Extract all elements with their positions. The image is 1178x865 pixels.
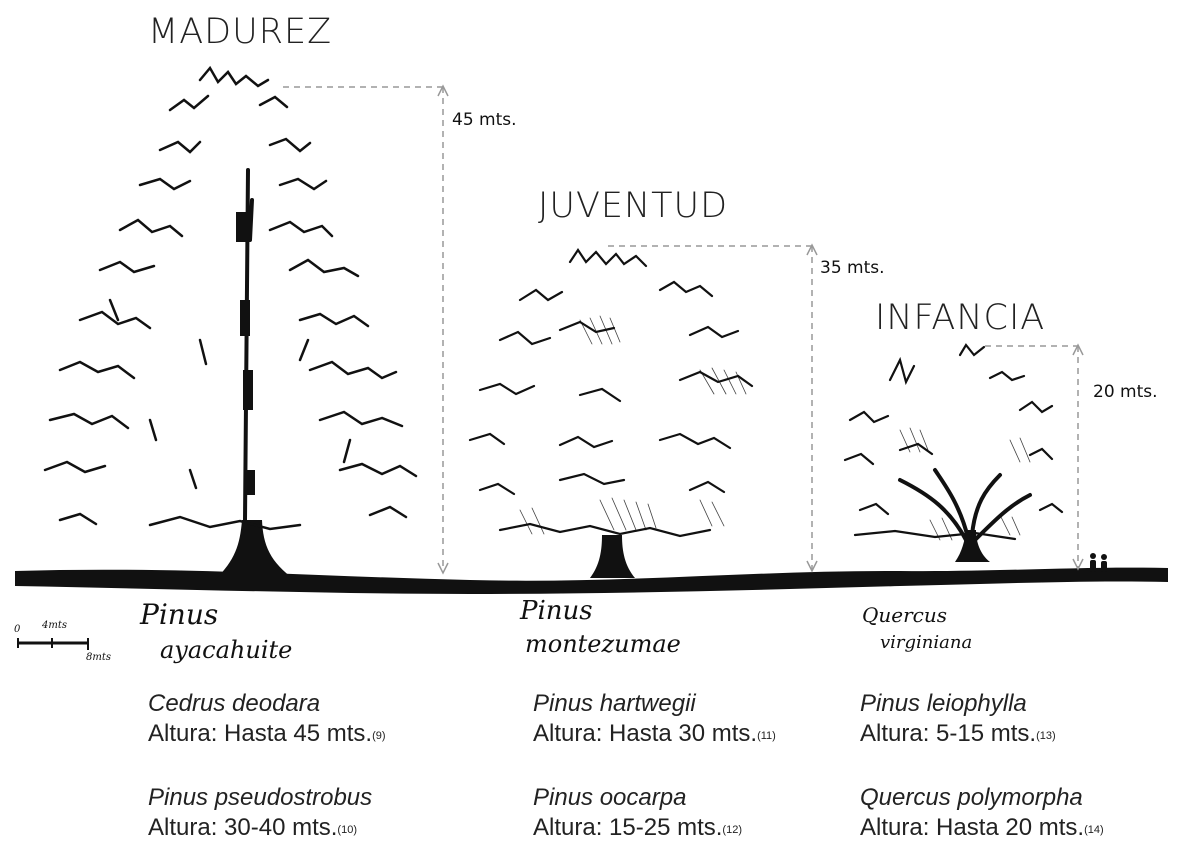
species-name: Pinus hartwegii	[533, 690, 696, 717]
arrow-down-icon	[806, 560, 818, 573]
handwritten-label-tree3-line1: Quercus	[862, 603, 948, 627]
tree-child	[843, 343, 1064, 562]
scale-label-end: 8mts	[86, 652, 111, 663]
footnote-ref: (9)	[372, 730, 386, 742]
arrow-down-icon	[1072, 558, 1084, 571]
human-figures-icon	[1090, 553, 1107, 572]
handwritten-label-tree1-line1: Pinus	[140, 598, 219, 631]
species-column-1: Cedrus deodara Altura: Hasta 45 mts.(9) …	[148, 689, 386, 843]
footnote-ref: (11)	[757, 730, 776, 742]
arrow-down-icon	[437, 562, 449, 575]
height-label-madurez: 45 mts.	[452, 110, 517, 130]
species-column-3: Pinus leiophylla Altura: 5-15 mts.(13) Q…	[860, 689, 1104, 843]
handwritten-label-tree2-line1: Pinus	[520, 596, 593, 626]
species-name: Cedrus deodara	[148, 690, 321, 717]
footnote-ref: (14)	[1084, 824, 1104, 836]
species-height: Altura: 5-15 mts.(13)	[860, 720, 1056, 747]
tree-mature	[43, 65, 418, 580]
scale-bar	[17, 638, 89, 650]
scale-label-mid: 4mts	[42, 620, 67, 631]
stage-title-juventud: JUVENTUD	[538, 186, 729, 226]
species-name: Pinus leiophylla	[860, 690, 1027, 717]
arrow-up-icon	[437, 84, 449, 97]
species-height: Altura: 15-25 mts.(12)	[533, 814, 742, 841]
footnote-ref: (12)	[722, 824, 742, 836]
arrow-up-icon	[1072, 343, 1084, 356]
species-name: Pinus pseudostrobus	[148, 784, 373, 811]
stage-title-infancia: INFANCIA	[875, 298, 1046, 338]
species-height: Altura: 30-40 mts.(10)	[148, 814, 357, 841]
ground	[15, 567, 1168, 594]
species-height: Altura: Hasta 30 mts.(11)	[533, 720, 776, 747]
species-name: Pinus oocarpa	[533, 784, 687, 811]
height-label-infancia: 20 mts.	[1093, 382, 1158, 402]
footnote-ref: (13)	[1036, 730, 1056, 742]
species-name: Quercus polymorpha	[860, 784, 1083, 811]
handwritten-label-tree1-line2: ayacahuite	[160, 636, 293, 664]
arrow-up-icon	[806, 243, 818, 256]
species-height: Altura: Hasta 20 mts.(14)	[860, 814, 1104, 841]
species-column-2: Pinus hartwegii Altura: Hasta 30 mts.(11…	[533, 689, 776, 843]
height-label-juventud: 35 mts.	[820, 258, 885, 278]
footnote-ref: (10)	[337, 824, 357, 836]
scale-label-zero: 0	[14, 624, 21, 635]
species-height: Altura: Hasta 45 mts.(9)	[148, 720, 386, 747]
handwritten-label-tree3-line2: virginiana	[880, 632, 973, 653]
stage-title-madurez: MADUREZ	[148, 12, 333, 52]
handwritten-label-tree2-line2: montezumae	[525, 630, 681, 658]
tree-young	[468, 248, 754, 578]
